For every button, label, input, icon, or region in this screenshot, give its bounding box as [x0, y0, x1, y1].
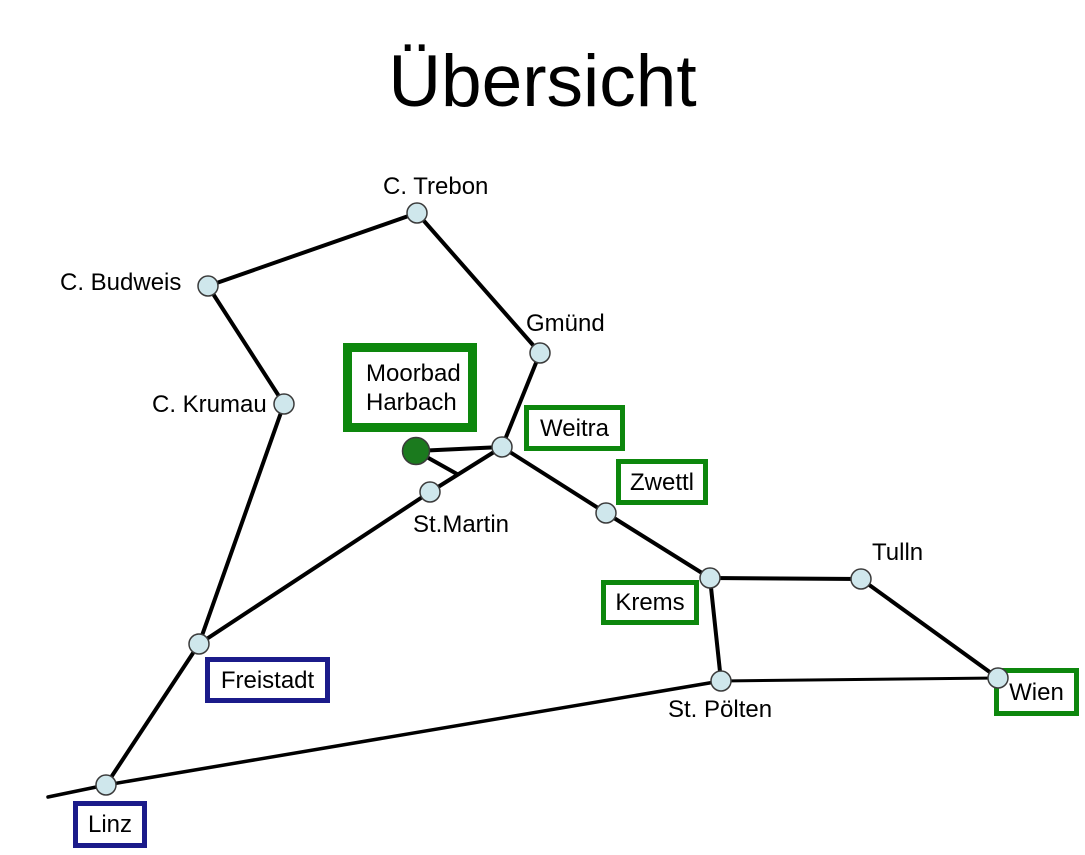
- road-road_west-linz: [46, 783, 108, 799]
- road-linz-stpolten: [104, 679, 723, 787]
- node-trebon: [406, 202, 428, 224]
- node-freistadt: [188, 633, 210, 655]
- label-tulln: Tulln: [872, 539, 924, 566]
- road-weitra_jct-zwettl: [500, 445, 608, 515]
- road-trebon-gmund: [415, 211, 542, 355]
- node-krems: [699, 567, 721, 589]
- road-budweis-krumau: [206, 284, 286, 406]
- node-budweis: [197, 275, 219, 297]
- label-box-freistadt: Freistadt: [205, 657, 330, 703]
- page-title: Übersicht: [388, 41, 697, 122]
- label-c-budweis: C. Budweis: [60, 269, 182, 296]
- node-zwettl: [595, 502, 617, 524]
- node-krumau: [273, 393, 295, 415]
- road-stmartin-weitra_jct: [428, 445, 504, 494]
- road-krems-tulln: [708, 576, 863, 581]
- label-box-zwettl: Zwettl: [616, 459, 708, 505]
- road-krumau-freistadt: [197, 402, 286, 646]
- node-tulln: [850, 568, 872, 590]
- road-krems-stpolten: [708, 576, 723, 683]
- label-box-linz: Linz: [73, 801, 147, 848]
- node-harbach: [401, 436, 431, 466]
- road-stpolten-wien: [719, 676, 1000, 683]
- node-linz: [95, 774, 117, 796]
- label-st-polten: St. Pölten: [668, 696, 773, 723]
- road-zwettl-krems: [604, 511, 712, 580]
- road-harbach-harbach_jct: [414, 449, 459, 476]
- road-harbach-weitra_jct: [414, 445, 504, 453]
- label-box-krems: Krems: [601, 580, 699, 625]
- label-st-martin: St.Martin: [413, 511, 510, 538]
- node-stpolten: [710, 670, 732, 692]
- node-stmartin: [419, 481, 441, 503]
- road-freistadt-stmartin: [197, 490, 432, 646]
- road-freistadt-linz: [104, 642, 201, 787]
- node-weitra_jct: [491, 436, 513, 458]
- road-tulln-wien: [859, 577, 1000, 680]
- node-gmund: [529, 342, 551, 364]
- label-gmund: Gmünd: [526, 310, 605, 337]
- label-box-weitra: Weitra: [524, 405, 625, 451]
- road-budweis-trebon: [206, 211, 419, 288]
- label-box-wien: Wien: [994, 668, 1079, 716]
- label-c-trebon: C. Trebon: [383, 173, 489, 200]
- label-box-moorbad-harbach: Moorbad Harbach: [343, 343, 477, 432]
- label-c-krumau: C. Krumau: [152, 391, 267, 418]
